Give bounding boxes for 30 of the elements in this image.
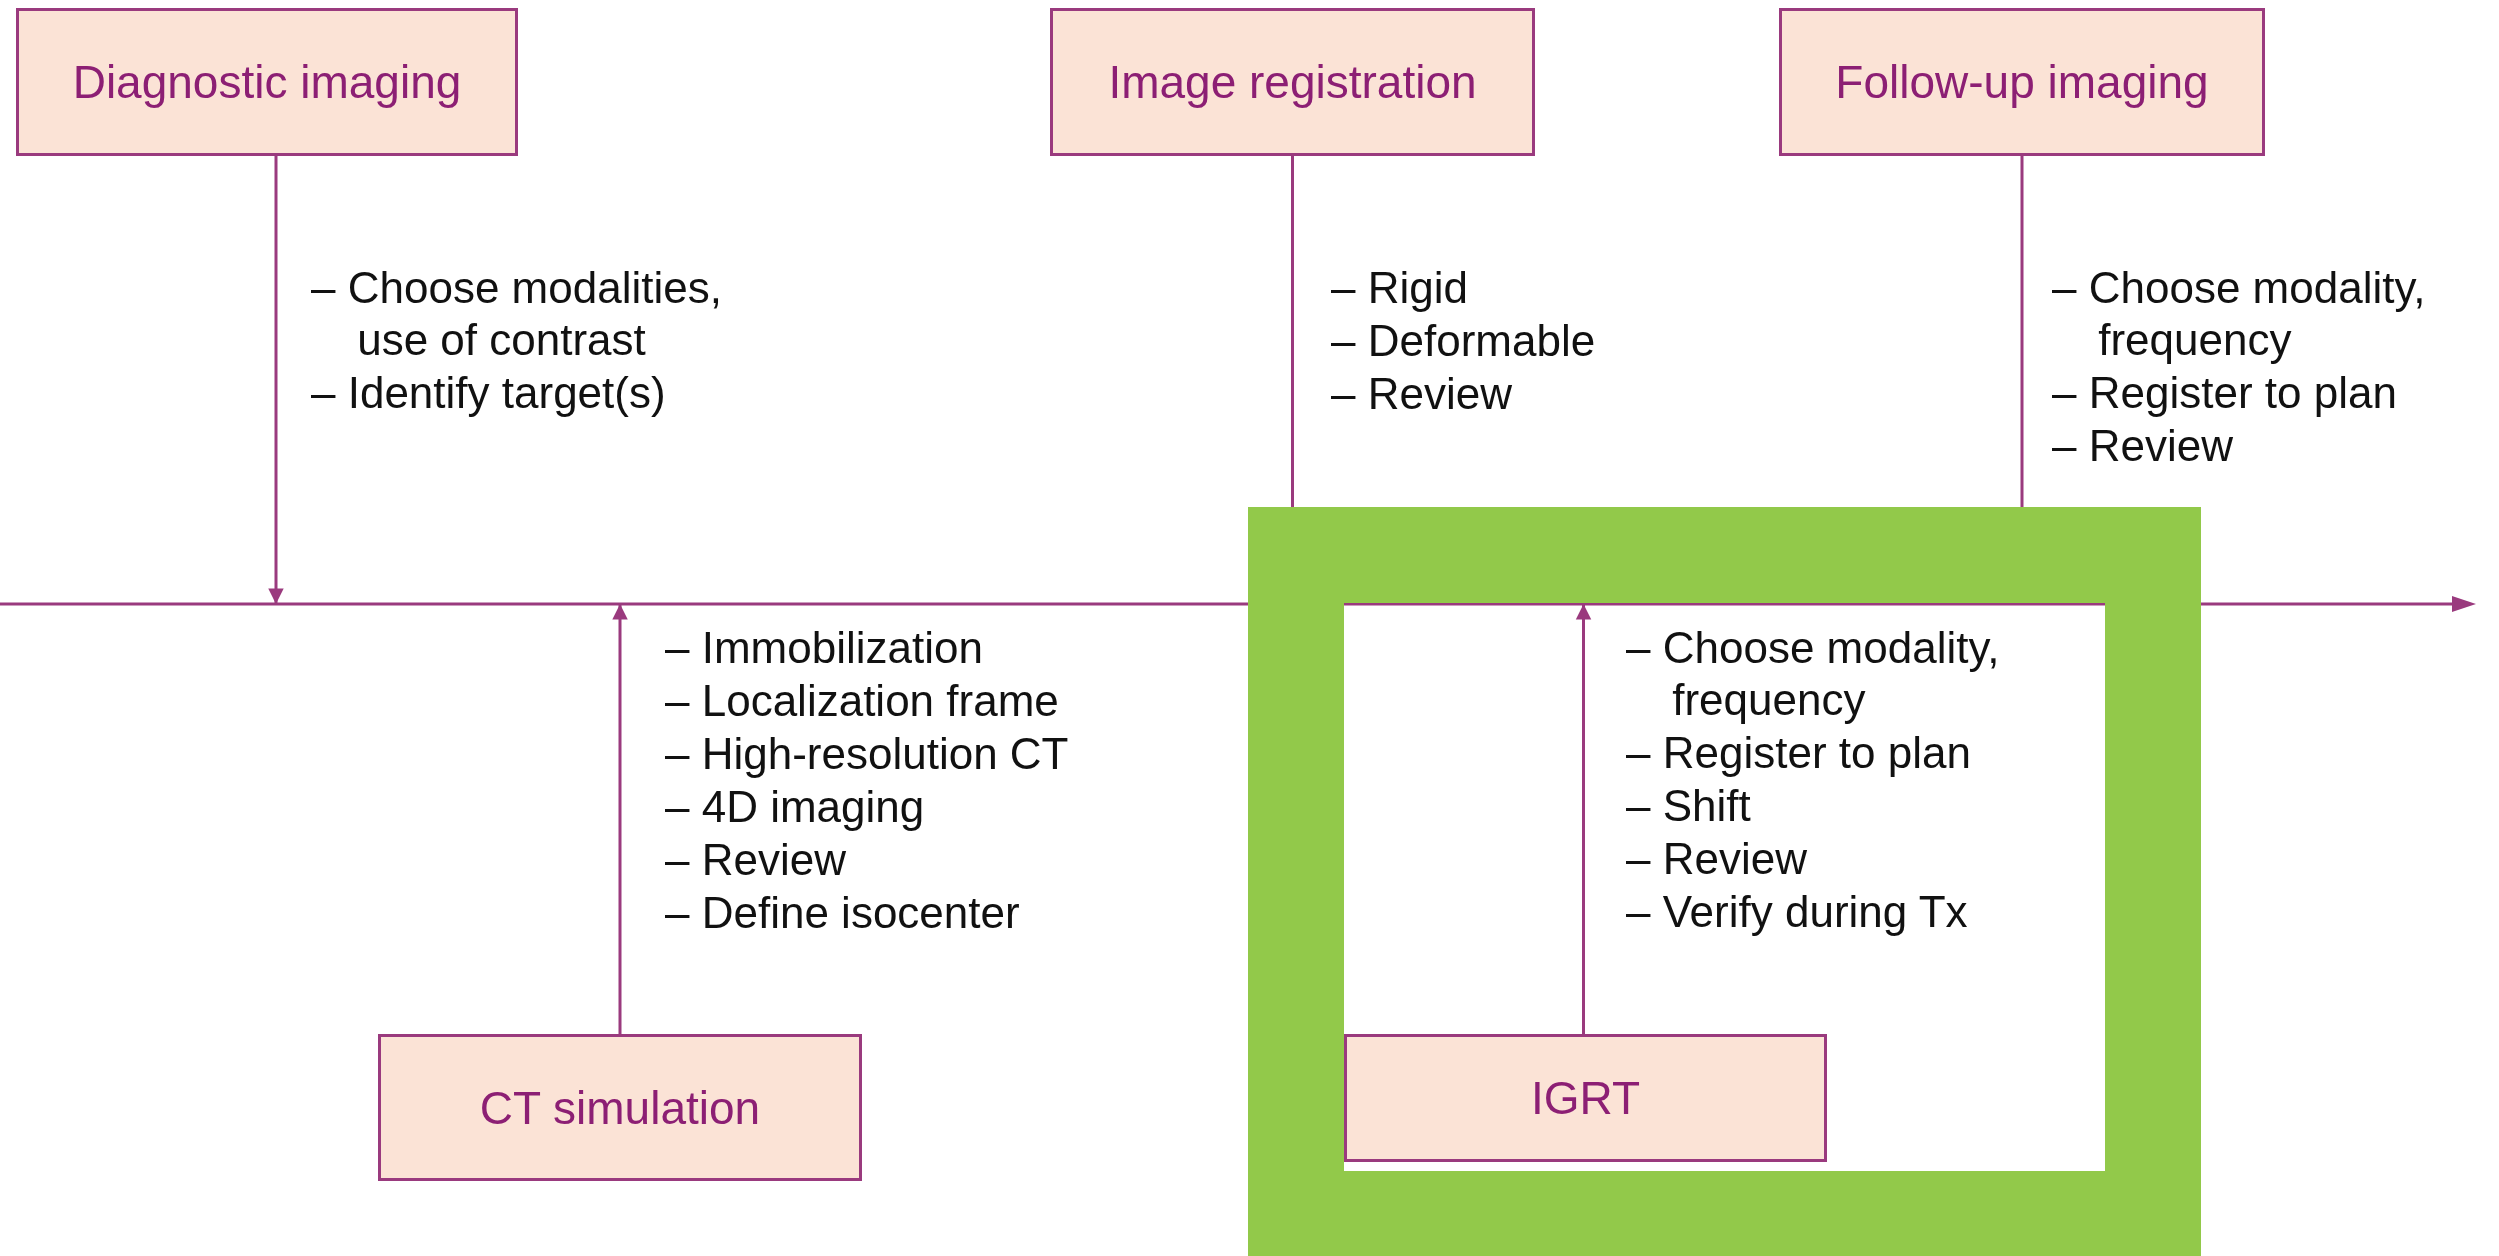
list-item: – Choose modality, frequency xyxy=(2052,262,2427,366)
list-item: – Review xyxy=(1626,833,1808,885)
list-item: – Register to plan xyxy=(2052,367,2398,419)
list-item: – Localization frame xyxy=(665,675,1060,727)
list-item: – Identify target(s) xyxy=(311,367,667,419)
arrow xyxy=(268,156,284,604)
list-item: – Choose modality, frequency xyxy=(1626,622,2001,726)
process-box: IGRT xyxy=(1344,1034,1827,1162)
list-item: – Deformable xyxy=(1331,315,1597,367)
process-box: Image registration xyxy=(1050,8,1535,156)
list-item: – 4D imaging xyxy=(665,781,926,833)
list-item: – Rigid xyxy=(1331,262,1469,314)
highlight-frame xyxy=(1248,507,2201,1256)
list-item: – Review xyxy=(665,834,847,886)
connector-line xyxy=(2020,156,2024,507)
list-item: – Choose modalities, use of contrast xyxy=(311,262,723,366)
list-item: – Review xyxy=(2052,420,2234,472)
list-item: – Define isocenter xyxy=(665,887,1021,939)
list-item: – Immobilization xyxy=(665,622,984,674)
list-item: – Verify during Tx xyxy=(1626,886,1969,938)
connector-line xyxy=(1291,156,1294,507)
process-box: CT simulation xyxy=(378,1034,862,1181)
arrow xyxy=(1575,604,1592,1034)
list-item: – Review xyxy=(1331,368,1513,420)
list-item: – Shift xyxy=(1626,780,1752,832)
list-item: – Register to plan xyxy=(1626,727,1972,779)
list-item: – High-resolution CT xyxy=(665,728,1070,780)
arrow xyxy=(612,604,628,1034)
process-box: Diagnostic imaging xyxy=(16,8,518,156)
process-box: Follow-up imaging xyxy=(1779,8,2265,156)
